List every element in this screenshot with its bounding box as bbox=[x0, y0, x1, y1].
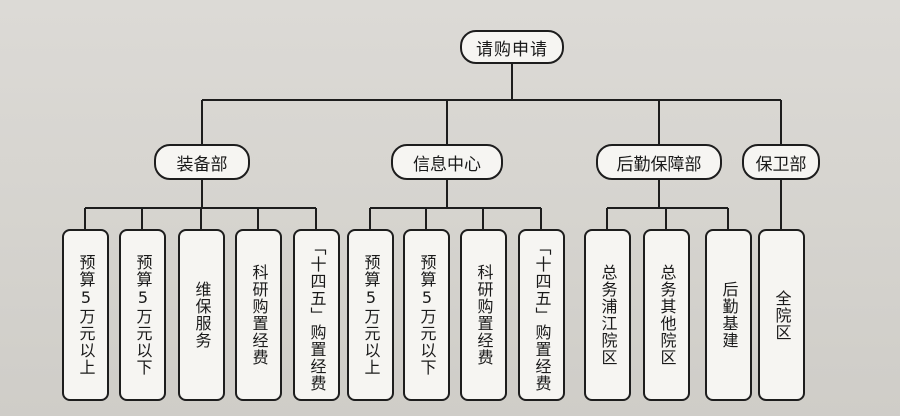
leaf-label: 预算5万元以下 bbox=[133, 254, 153, 376]
department-label: 装备部 bbox=[176, 154, 228, 175]
leaf-node: 总务其他院区 bbox=[643, 229, 690, 401]
leaf-label: 预算5万元以下 bbox=[417, 254, 437, 376]
leaf-node: 科研购置经费 bbox=[235, 229, 282, 401]
department-info-center: 信息中心 bbox=[391, 144, 503, 180]
root-label: 请购申请 bbox=[476, 39, 548, 60]
department-label: 后勤保障部 bbox=[616, 154, 702, 175]
leaf-node: 预算5万元以上 bbox=[62, 229, 109, 401]
leaf-node: 预算5万元以下 bbox=[119, 229, 166, 401]
leaf-label: 全院区 bbox=[772, 289, 792, 341]
leaf-node: 「十四五」购置经费 bbox=[518, 229, 565, 401]
leaf-label: 预算5万元以上 bbox=[76, 254, 96, 376]
leaf-node: 总务浦江院区 bbox=[584, 229, 631, 401]
leaf-node: 「十四五」购置经费 bbox=[293, 229, 340, 401]
leaf-node: 科研购置经费 bbox=[460, 229, 507, 401]
leaf-node: 全院区 bbox=[758, 229, 805, 401]
leaf-label: 「十四五」购置经费 bbox=[532, 238, 552, 392]
department-logistics: 后勤保障部 bbox=[596, 144, 722, 180]
department-security: 保卫部 bbox=[742, 144, 820, 180]
leaf-label: 后勤基建 bbox=[719, 281, 739, 349]
leaf-label: 总务浦江院区 bbox=[598, 264, 618, 366]
leaf-label: 维保服务 bbox=[192, 281, 212, 349]
leaf-label: 科研购置经费 bbox=[474, 264, 494, 366]
leaf-node: 预算5万元以上 bbox=[347, 229, 394, 401]
root-node: 请购申请 bbox=[460, 30, 564, 64]
leaf-node: 维保服务 bbox=[178, 229, 225, 401]
leaf-node: 后勤基建 bbox=[705, 229, 752, 401]
leaf-label: 科研购置经费 bbox=[249, 264, 269, 366]
leaf-label: 预算5万元以上 bbox=[361, 254, 381, 376]
leaf-label: 「十四五」购置经费 bbox=[307, 238, 327, 392]
leaf-label: 总务其他院区 bbox=[657, 264, 677, 366]
department-label: 信息中心 bbox=[413, 154, 481, 175]
department-label: 保卫部 bbox=[755, 154, 807, 175]
department-equipment: 装备部 bbox=[154, 144, 250, 180]
leaf-node: 预算5万元以下 bbox=[403, 229, 450, 401]
